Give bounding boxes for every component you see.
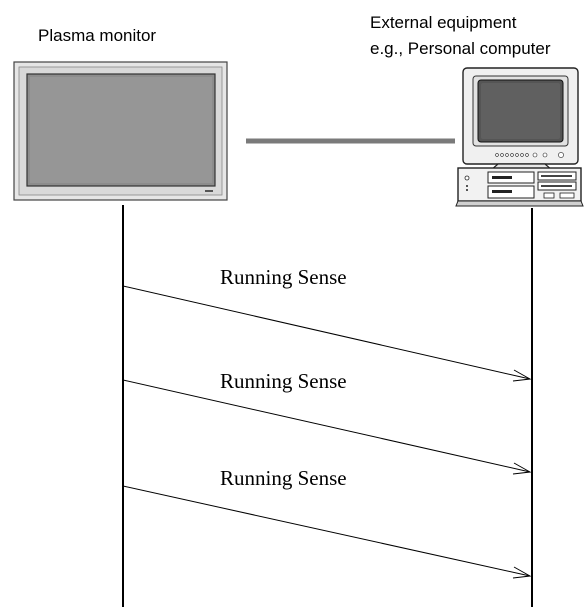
message-label-2: Running Sense [220, 369, 347, 393]
external-equipment-label-line2: e.g., Personal computer [370, 39, 551, 58]
message-arrow-2 [122, 379, 532, 475]
message-arrow-3 [122, 485, 532, 579]
message-label-3: Running Sense [220, 466, 347, 490]
external-equipment-label: External equipment e.g., Personal comput… [370, 10, 550, 62]
external-equipment-label-line1: External equipment [370, 13, 517, 32]
plasma-monitor-icon [13, 61, 228, 201]
message-arrow-1 [122, 285, 532, 382]
plasma-monitor-label: Plasma monitor [38, 26, 157, 45]
personal-computer-icon [455, 67, 584, 207]
message-label-1: Running Sense [220, 265, 347, 289]
